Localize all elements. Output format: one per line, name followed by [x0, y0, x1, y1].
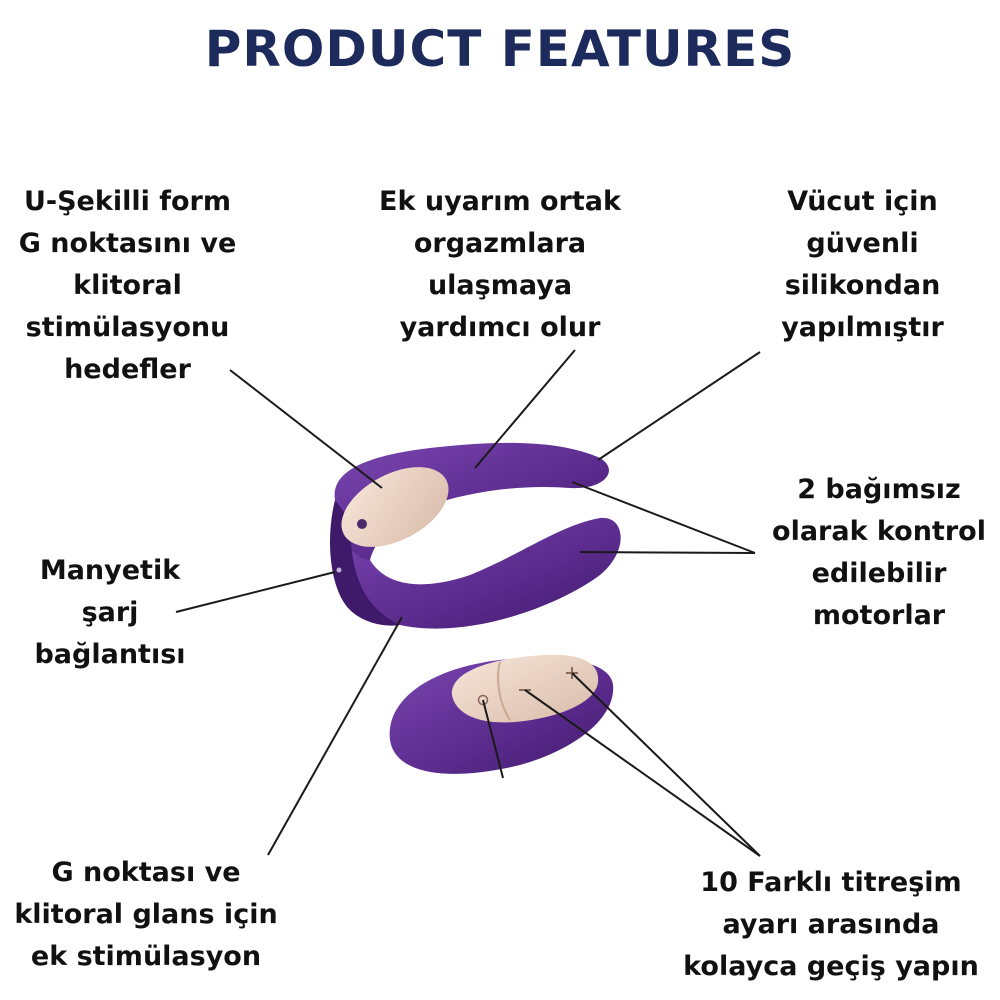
line-silicone	[597, 351, 761, 461]
label-glans: G noktası ve klitoral glans için ek stim…	[14, 857, 278, 972]
label-silicone: Vücut için güvenli silikondan yapılmıştı…	[781, 186, 944, 343]
line-vibration-minus	[524, 689, 761, 857]
label-u-shape: U-Şekilli form G noktasını ve klitoral s…	[18, 186, 237, 385]
page-title: PRODUCT FEATURES	[204, 20, 796, 78]
remote-power-icon	[477, 694, 489, 706]
device-lower-arm	[340, 517, 621, 629]
line-glans	[267, 616, 403, 856]
line-extra-stim	[474, 349, 576, 469]
charging-port	[336, 567, 342, 573]
u-shaped-device	[330, 442, 621, 629]
remote-pad-divider	[497, 661, 511, 721]
line-motors-upper	[571, 481, 756, 554]
device-button-pad	[341, 467, 449, 547]
label-vibration: 10 Farklı titreşim ayarı arasında kolayc…	[683, 867, 979, 982]
remote-control	[389, 654, 614, 774]
remote-button-pad	[451, 654, 599, 723]
device-power-button	[357, 519, 367, 529]
line-motors-lower	[579, 551, 756, 554]
line-magnetic	[175, 571, 336, 613]
label-extra-stim: Ek uyarım ortak orgazmlara ulaşmaya yard…	[379, 186, 621, 343]
label-motors: 2 bağımsız olarak kontrol edilebilir mot…	[772, 474, 986, 631]
callout-lines	[175, 349, 761, 857]
line-remote-power	[482, 699, 504, 779]
line-u-shape	[229, 369, 383, 489]
label-magnetic: Manyetik şarj bağlantısı	[34, 555, 186, 670]
line-vibration-plus	[571, 672, 761, 857]
